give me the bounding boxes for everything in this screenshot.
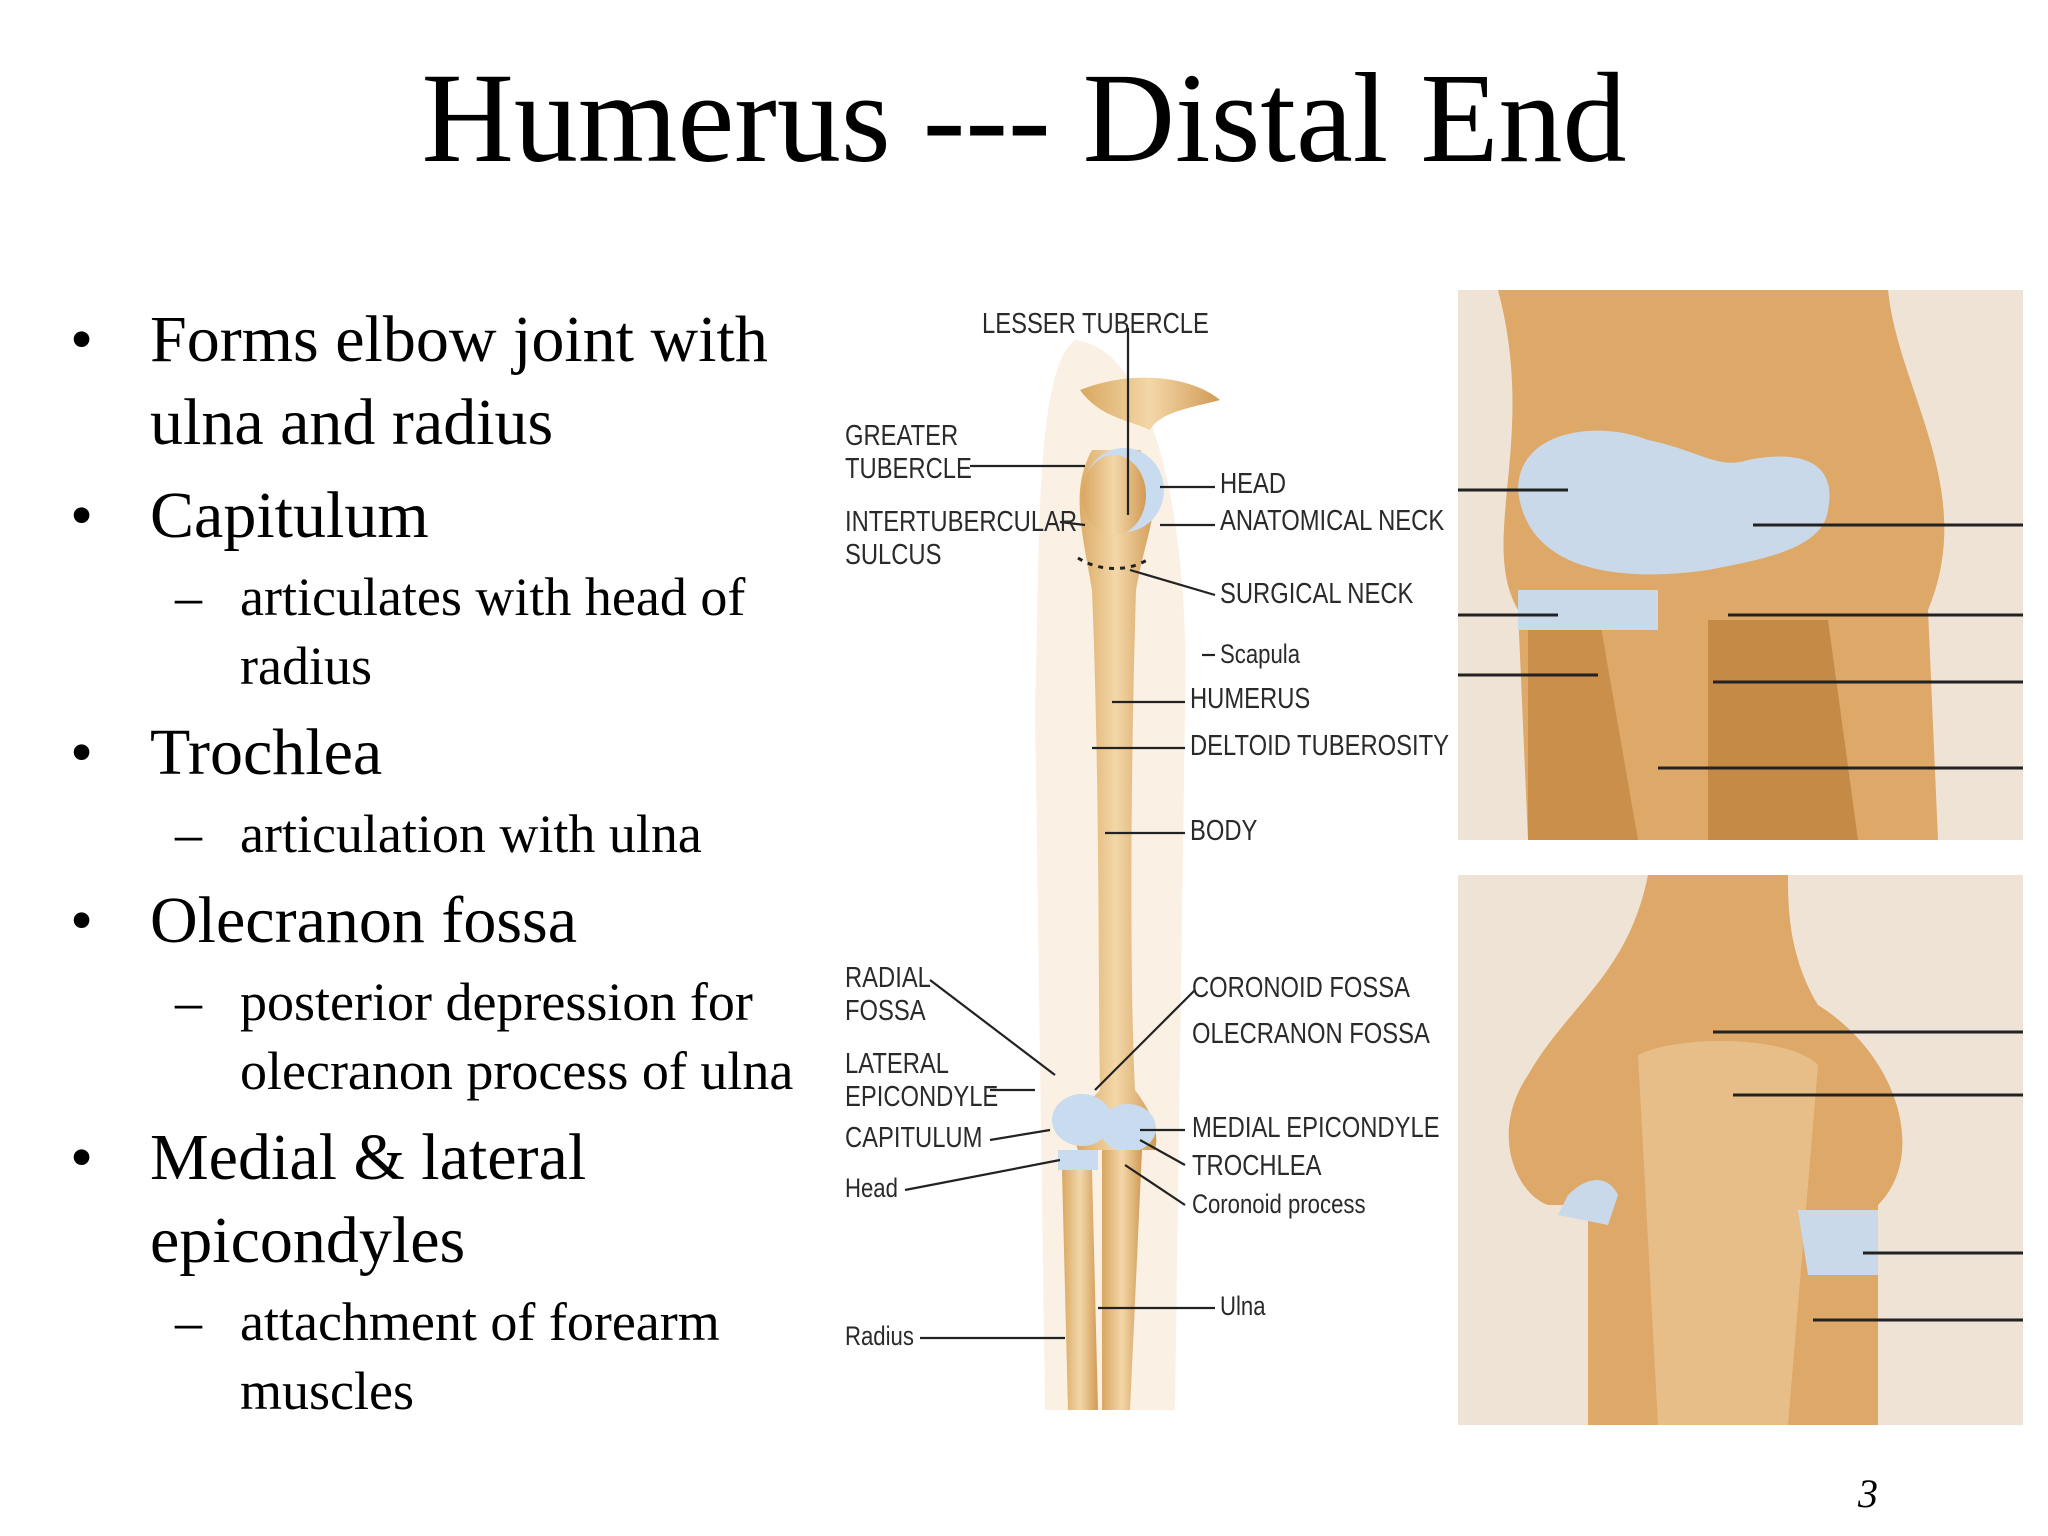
sub-bullet-text: articulates with head of radius xyxy=(240,563,810,701)
sub-bullet-item: –articulates with head of radius xyxy=(70,563,810,701)
label-deltoid-tuberosity: DELTOID TUBEROSITY xyxy=(1190,730,1449,763)
elbow-posterior-illustration xyxy=(1458,875,2023,1425)
bullet-text: Olecranon fossa xyxy=(150,879,577,962)
label-coronoid-process: Coronoid process xyxy=(1192,1188,1366,1221)
label-body: BODY xyxy=(1190,815,1257,848)
label-scapula: Scapula xyxy=(1220,638,1300,671)
bullet-text: Capitulum xyxy=(150,474,429,557)
bullet-item: •Forms elbow joint with ulna and radius xyxy=(70,298,810,464)
sub-bullet-dash: – xyxy=(175,563,240,701)
page-number: 3 xyxy=(1858,1470,1878,1517)
sub-bullet-dash: – xyxy=(175,968,240,1106)
bullet-list: •Forms elbow joint with ulna and radius … xyxy=(70,288,810,1426)
bullet-dot: • xyxy=(70,298,150,464)
label-greater-tubercle: GREATER TUBERCLE xyxy=(845,420,972,486)
bullet-dot: • xyxy=(70,879,150,962)
label-trochlea: TROCHLEA xyxy=(1192,1150,1321,1183)
bullet-item: •Medial & lateral epicondyles xyxy=(70,1116,810,1282)
sub-bullet-item: –articulation with ulna xyxy=(70,800,810,869)
bullet-text: Forms elbow joint with ulna and radius xyxy=(150,298,810,464)
label-anatomical-neck: ANATOMICAL NECK xyxy=(1220,505,1444,538)
bullet-text: Trochlea xyxy=(150,711,382,794)
bullet-dot: • xyxy=(70,711,150,794)
label-medial-epicondyle: MEDIAL EPICONDYLE xyxy=(1192,1112,1440,1145)
sub-bullet-text: posterior depression for olecranon proce… xyxy=(240,968,810,1106)
label-coronoid-fossa: CORONOID FOSSA xyxy=(1192,972,1410,1005)
label-humerus: HUMERUS xyxy=(1190,683,1310,716)
elbow-posterior-image xyxy=(1458,875,2023,1425)
humerus-diagram: LESSER TUBERCLE GREATER TUBERCLE INTERTU… xyxy=(830,290,1450,1420)
label-intertubercular-sulcus: INTERTUBERCULAR SULCUS xyxy=(845,506,1077,572)
bullet-item: •Trochlea xyxy=(70,711,810,794)
label-surgical-neck: SURGICAL NECK xyxy=(1220,578,1413,611)
sub-bullet-dash: – xyxy=(175,1288,240,1426)
label-radius-head: Head xyxy=(845,1172,898,1205)
label-radius: Radius xyxy=(845,1320,914,1353)
label-radial-fossa: RADIAL FOSSA xyxy=(845,962,931,1028)
sub-bullet-item: –attachment of forearm muscles xyxy=(70,1288,810,1426)
elbow-anterior-image xyxy=(1458,290,2023,840)
label-lesser-tubercle: LESSER TUBERCLE xyxy=(982,308,1209,341)
bullet-item: •Capitulum xyxy=(70,474,810,557)
label-ulna: Ulna xyxy=(1220,1290,1266,1323)
bullet-item: •Olecranon fossa xyxy=(70,879,810,962)
bullet-dot: • xyxy=(70,1116,150,1282)
label-head: HEAD xyxy=(1220,468,1286,501)
elbow-anterior-illustration xyxy=(1458,290,2023,840)
sub-bullet-dash: – xyxy=(175,800,240,869)
bullet-dot: • xyxy=(70,474,150,557)
label-olecranon-fossa: OLECRANON FOSSA xyxy=(1192,1018,1430,1051)
label-capitulum: CAPITULUM xyxy=(845,1122,982,1155)
sub-bullet-text: articulation with ulna xyxy=(240,800,702,869)
bullet-text: Medial & lateral epicondyles xyxy=(150,1116,810,1282)
slide-title: Humerus --- Distal End xyxy=(0,48,2048,188)
sub-bullet-text: attachment of forearm muscles xyxy=(240,1288,810,1426)
sub-bullet-item: –posterior depression for olecranon proc… xyxy=(70,968,810,1106)
label-lateral-epicondyle: LATERAL EPICONDYLE xyxy=(845,1048,998,1114)
